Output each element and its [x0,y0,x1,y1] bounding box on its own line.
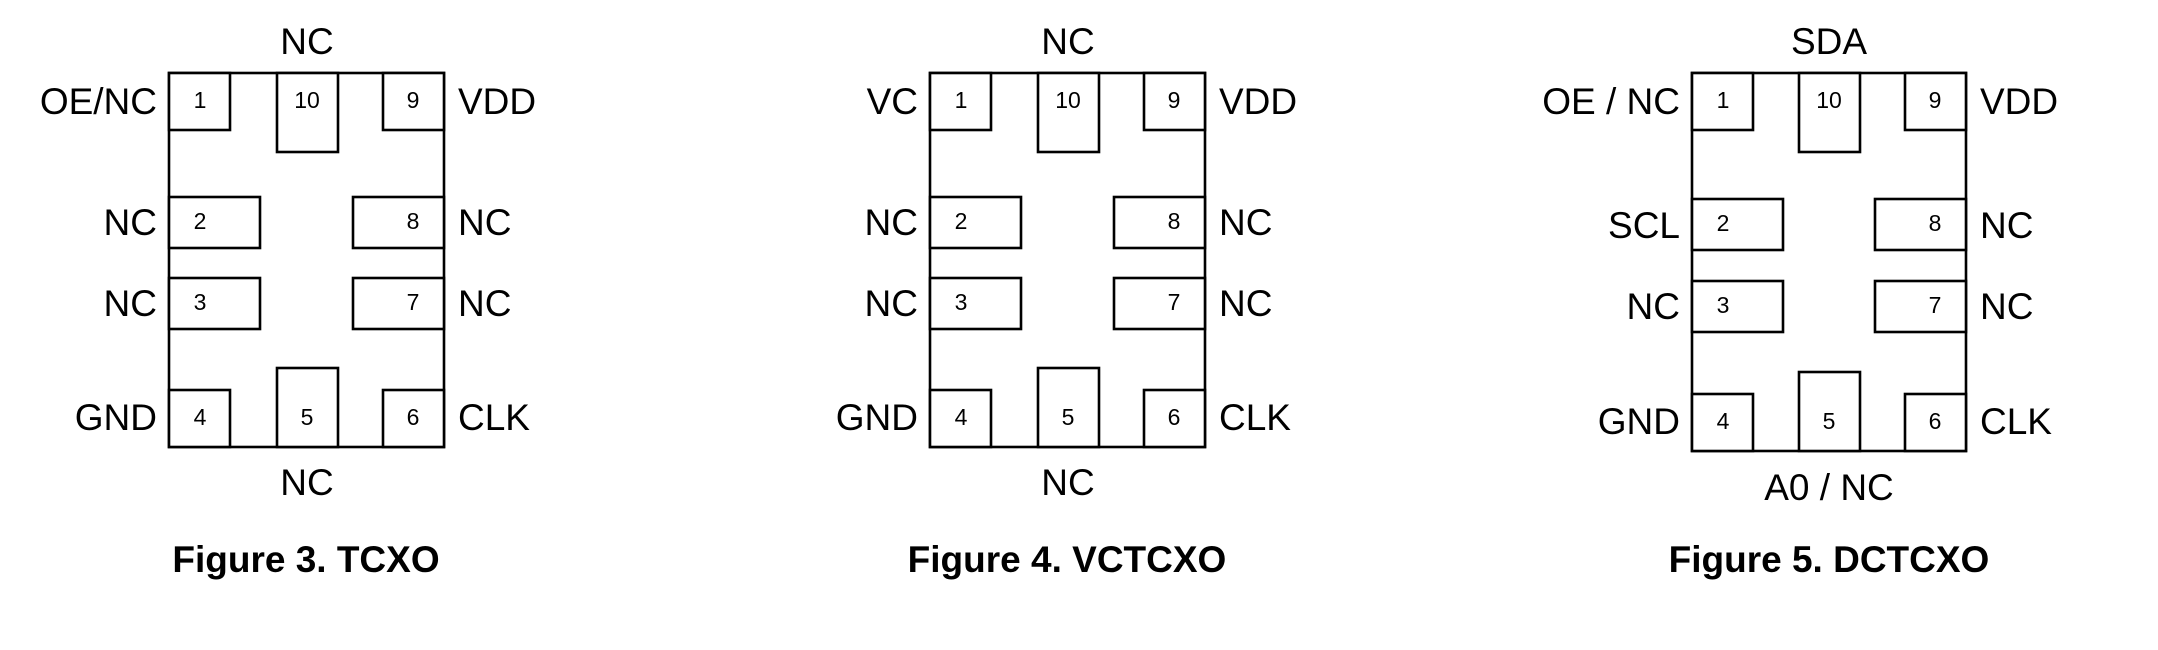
signal-label-pin3: NC [865,283,918,324]
pin-number-4: 4 [955,404,968,430]
signal-label-pin4: GND [836,397,918,438]
signal-label-pin2: SCL [1608,205,1680,246]
pad-10 [275,71,340,154]
pad-9 [1142,71,1207,132]
signal-label-pin1: OE / NC [1542,81,1680,122]
pad-4 [1690,392,1755,453]
pad-5 [1797,370,1862,453]
signal-label-pin9: VDD [1219,81,1297,122]
pin-number-2: 2 [194,208,207,234]
pin-number-9: 9 [407,87,420,113]
signal-label-pin6: CLK [1219,397,1291,438]
pin-number-6: 6 [1168,404,1181,430]
pad-10 [1036,71,1101,154]
pin-number-1: 1 [194,87,207,113]
signal-label-pin2: NC [865,202,918,243]
pin-number-10: 10 [294,87,320,113]
pin-number-1: 1 [955,87,968,113]
signal-label-pin1: OE/NC [40,81,157,122]
signal-label-pin3: NC [1627,286,1680,327]
pin-number-5: 5 [1062,404,1075,430]
pin-number-4: 4 [194,404,207,430]
pin-number-2: 2 [1717,210,1730,236]
pin-number-8: 8 [407,208,420,234]
pad-9 [1903,71,1968,132]
pin-number-7: 7 [1168,289,1181,315]
signal-label-top: NC [1041,21,1094,62]
pad-3 [167,276,262,331]
pin-number-7: 7 [1929,292,1942,318]
pad-3 [928,276,1023,331]
pin-number-6: 6 [1929,408,1942,434]
pin-number-7: 7 [407,289,420,315]
pin-number-10: 10 [1816,87,1842,113]
pad-1 [928,71,993,132]
signal-label-pin9: VDD [1980,81,2058,122]
signal-label-pin8: NC [1980,205,2033,246]
signal-label-pin4: GND [1598,401,1680,442]
pad-2 [1690,197,1785,252]
signal-label-pin8: NC [1219,202,1272,243]
figure-vctcxo: 1 10 9 2 8 3 7 4 5 6 NC VC VDD NC NC NC … [836,21,1297,580]
pad-6 [1142,388,1207,449]
pin-number-9: 9 [1168,87,1181,113]
pad-7 [351,276,446,331]
pad-8 [1873,197,1968,252]
signal-label-top: NC [280,21,333,62]
signal-label-pin4: GND [75,397,157,438]
pin-number-9: 9 [1929,87,1942,113]
figure-tcxo: 1 10 9 2 8 3 7 4 5 6 NC OE/NC VDD NC NC … [40,21,536,580]
figure-caption: Figure 4. VCTCXO [908,539,1227,580]
pad-1 [1690,71,1755,132]
pad-4 [928,388,993,449]
pad-5 [275,366,340,449]
signal-label-top: SDA [1791,21,1867,62]
pad-10 [1797,71,1862,154]
pin-number-1: 1 [1717,87,1730,113]
pad-7 [1873,279,1968,334]
signal-label-pin1: VC [867,81,918,122]
pin-number-6: 6 [407,404,420,430]
pin-number-5: 5 [1823,408,1836,434]
pin-number-3: 3 [194,289,207,315]
signal-label-pin7: NC [1980,286,2033,327]
signal-label-pin7: NC [1219,283,1272,324]
pad-3 [1690,279,1785,334]
pad-6 [381,388,446,449]
signal-label-pin3: NC [104,283,157,324]
figure-caption: Figure 3. TCXO [172,539,439,580]
signal-label-pin2: NC [104,202,157,243]
pad-2 [167,195,262,250]
signal-label-pin7: NC [458,283,511,324]
signal-label-pin9: VDD [458,81,536,122]
pad-8 [1112,195,1207,250]
signal-label-pin8: NC [458,202,511,243]
pad-8 [351,195,446,250]
pad-5 [1036,366,1101,449]
figure-caption: Figure 5. DCTCXO [1669,539,1990,580]
pad-7 [1112,276,1207,331]
pin-number-10: 10 [1055,87,1081,113]
signal-label-bottom: NC [1041,462,1094,503]
signal-label-bottom: NC [280,462,333,503]
figure-dctcxo: 1 10 9 2 8 3 7 4 5 6 SDA OE / NC VDD SCL… [1542,21,2058,580]
pin-number-5: 5 [301,404,314,430]
signal-label-bottom: A0 / NC [1764,467,1894,508]
pin-number-8: 8 [1168,208,1181,234]
signal-label-pin6: CLK [458,397,530,438]
pad-2 [928,195,1023,250]
pin-number-3: 3 [1717,292,1730,318]
pad-9 [381,71,446,132]
pin-number-2: 2 [955,208,968,234]
pin-number-8: 8 [1929,210,1942,236]
pin-number-3: 3 [955,289,968,315]
pad-4 [167,388,232,449]
signal-label-pin6: CLK [1980,401,2052,442]
pin-number-4: 4 [1717,408,1730,434]
pad-1 [167,71,232,132]
pad-6 [1903,392,1968,453]
